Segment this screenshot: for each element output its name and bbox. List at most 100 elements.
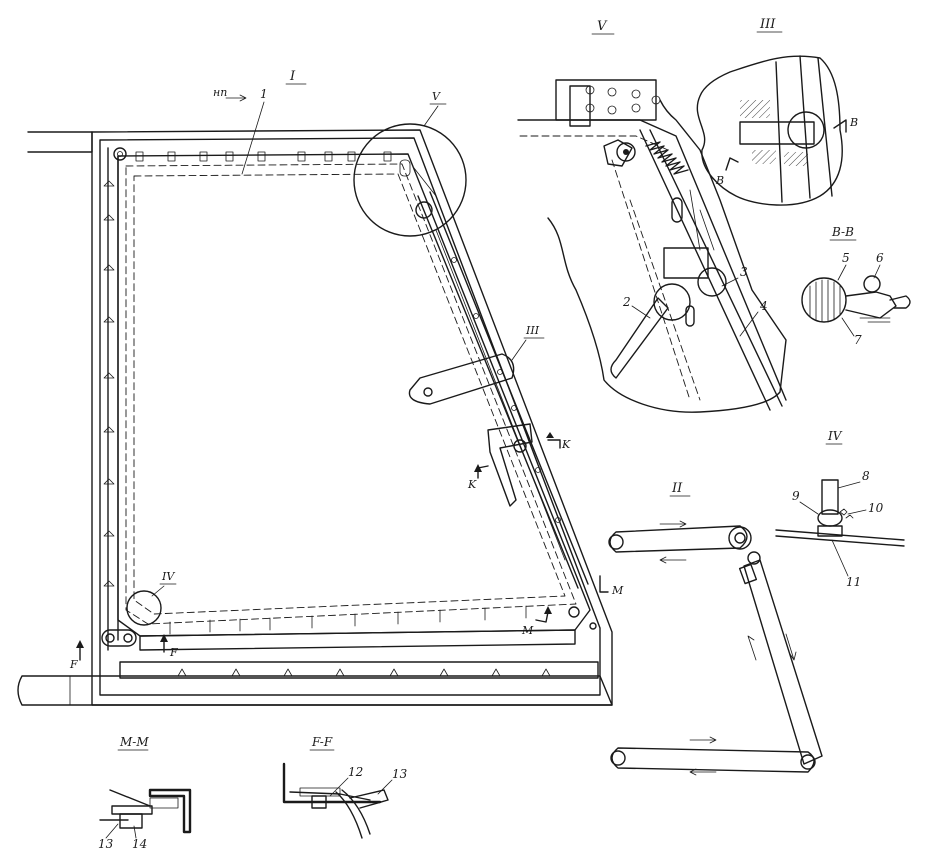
leader-8	[837, 481, 861, 489]
lower-right-bolt	[568, 606, 580, 618]
detail-V-frame-outer	[517, 119, 787, 401]
detail-III-clamp	[739, 121, 815, 145]
leader-5	[837, 264, 847, 281]
detail-V-dashed-2	[611, 159, 691, 401]
callout-7: 7	[854, 333, 862, 347]
callout-6: 6	[876, 251, 884, 265]
IV-spring	[839, 508, 854, 519]
detail-V-slot	[671, 197, 683, 223]
section-M-label-top: M	[611, 584, 624, 597]
arrow-top-right-icon	[659, 520, 687, 528]
link-bottom-pin-left	[610, 750, 626, 766]
view-title-III: III	[759, 17, 776, 32]
IV-panel-line-a	[775, 529, 905, 541]
detail-circle-V	[353, 123, 467, 237]
leader-13-MM	[105, 823, 119, 839]
section-FF-view: F-F 12 13	[282, 735, 408, 839]
sill-rivets	[177, 668, 551, 677]
BB-cap-6	[863, 275, 881, 293]
arrow-top-left-icon	[659, 556, 687, 564]
arrow-bottom-left-icon	[689, 768, 717, 776]
detail-V-link	[413, 167, 437, 197]
callout-1: 1	[260, 87, 268, 101]
IV-nut	[817, 509, 843, 527]
callout-4: 4	[759, 299, 768, 313]
leader-10	[847, 509, 867, 515]
leader-13-FF	[377, 779, 393, 795]
detail-V-dashed-1	[629, 199, 701, 401]
link-diagonal-collar	[738, 563, 758, 585]
section-M-label-bottom: M	[521, 624, 534, 637]
leader-4	[739, 311, 759, 337]
leader-ref-V	[423, 105, 439, 127]
corner-rivet	[589, 622, 597, 630]
view-title-BB: B-B	[831, 225, 854, 239]
leader-12	[329, 777, 349, 797]
direction-arrow-icon	[225, 94, 247, 102]
guide-rail-inner	[429, 191, 589, 585]
IV-base	[817, 525, 843, 537]
MM-bolt-block	[119, 813, 143, 829]
view-title-IV: IV	[827, 429, 843, 443]
lever-pivot	[423, 387, 433, 397]
window-lever-handle	[408, 353, 515, 405]
link-top-pin-right-inner	[734, 532, 746, 544]
callout-10: 10	[868, 501, 884, 515]
detail-V-view: V 2 3	[517, 19, 787, 413]
guide-rail-outer	[417, 195, 579, 589]
leader-ref-III	[511, 339, 527, 361]
MM-glass-edge	[109, 789, 151, 807]
section-mark-F-left: F	[69, 640, 84, 671]
FF-clip	[349, 789, 389, 809]
view-title-FF: F-F	[311, 735, 333, 749]
detail-III-crosshatch	[740, 100, 808, 166]
callout-12: 12	[348, 765, 363, 779]
leader-14	[133, 825, 137, 839]
link-diagonal	[743, 559, 823, 765]
BB-grip-stripes	[809, 279, 841, 323]
hinge-bolt-right	[123, 633, 133, 643]
direction-label: нп	[213, 86, 227, 99]
MM-plate	[111, 805, 153, 815]
MM-seal	[149, 797, 179, 809]
view-title-main: I	[289, 69, 296, 84]
view-title-V: V	[597, 19, 608, 34]
guide-rail-holes	[451, 257, 561, 523]
detail-IV-view: IV 8 9 10 11	[775, 429, 905, 589]
leader-9	[799, 501, 819, 515]
detail-V-handle	[610, 297, 669, 379]
ref-label-III: III	[525, 324, 540, 337]
detail-V-rods	[689, 189, 715, 251]
link-diagonal-top-pin	[747, 551, 761, 565]
section-mark-F-right: F	[160, 634, 178, 659]
section-mark-M-top: M	[599, 575, 624, 597]
leader-ref-IV	[151, 585, 165, 597]
floor-rail	[17, 675, 613, 706]
left-rivets	[103, 180, 115, 587]
FF-glass-curve	[335, 791, 363, 839]
section-MM-view: M-M 13 14	[98, 735, 192, 851]
detail-V-latch	[685, 305, 695, 327]
detail-V-pivot-bracket	[603, 139, 633, 167]
leader-2	[631, 305, 651, 319]
latch-bracket	[487, 423, 533, 507]
detail-V-spring-top	[399, 159, 411, 177]
FF-glass-curve-2	[341, 789, 371, 835]
ref-label-IV: IV	[161, 570, 175, 583]
detail-V-spring	[645, 141, 689, 175]
link-bottom-pin-right	[800, 754, 816, 770]
detail-V-roller	[415, 201, 433, 219]
FF-frame-angle	[282, 762, 382, 804]
ref-label-V: V	[432, 90, 441, 103]
detail-V-break-line	[547, 99, 787, 413]
BB-grip	[801, 277, 847, 323]
section-K-label-right: K	[561, 438, 571, 451]
linkage-II-view: II	[608, 481, 823, 776]
arrow-diag-up-icon	[747, 635, 757, 661]
section-mark-M-bottom: M	[521, 606, 552, 637]
leader-1	[241, 101, 265, 175]
BB-tab	[889, 295, 911, 309]
view-title-II: II	[671, 481, 683, 496]
detail-circle-IV	[126, 590, 162, 626]
